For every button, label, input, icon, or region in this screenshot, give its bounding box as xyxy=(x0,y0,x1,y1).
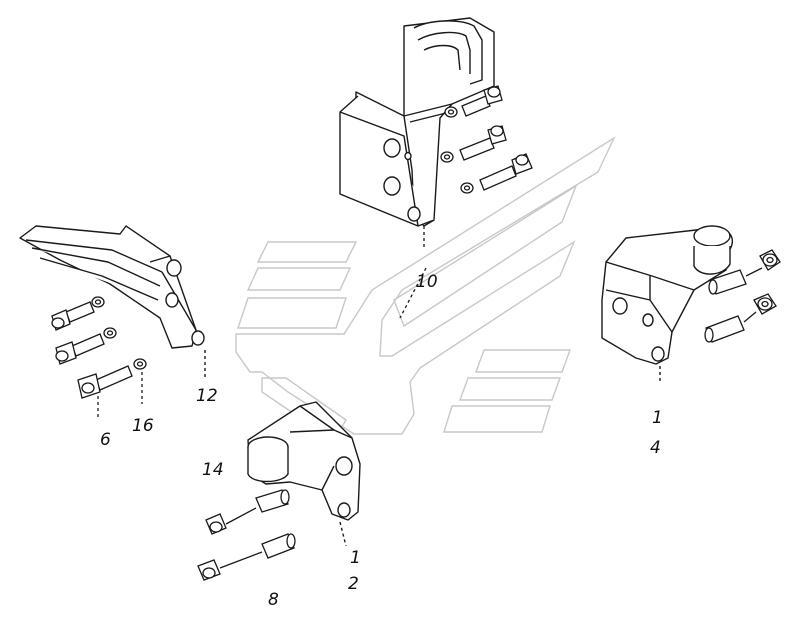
bracket-part-2 xyxy=(248,402,360,546)
bracket-part-12 xyxy=(20,226,205,378)
callout-8: 8 xyxy=(268,590,279,610)
callout-4: 4 xyxy=(650,438,661,458)
callout-6: 6 xyxy=(100,430,111,450)
bracket-part-4 xyxy=(602,226,732,384)
callout-16: 16 xyxy=(132,416,154,436)
bolt-set-part-4 xyxy=(705,250,780,342)
callout-1-right: 1 xyxy=(652,408,663,428)
bolt-set-part-8 xyxy=(198,490,295,580)
callout-2: 2 xyxy=(348,574,359,594)
bolt-set-part-10 xyxy=(400,86,532,318)
bolt-set-part-12 xyxy=(52,297,146,418)
callout-10: 10 xyxy=(416,272,438,292)
callout-14: 14 xyxy=(202,460,224,480)
callout-12: 12 xyxy=(196,386,218,406)
callout-1-front: 1 xyxy=(350,548,361,568)
bracket-part-10 xyxy=(340,18,494,226)
